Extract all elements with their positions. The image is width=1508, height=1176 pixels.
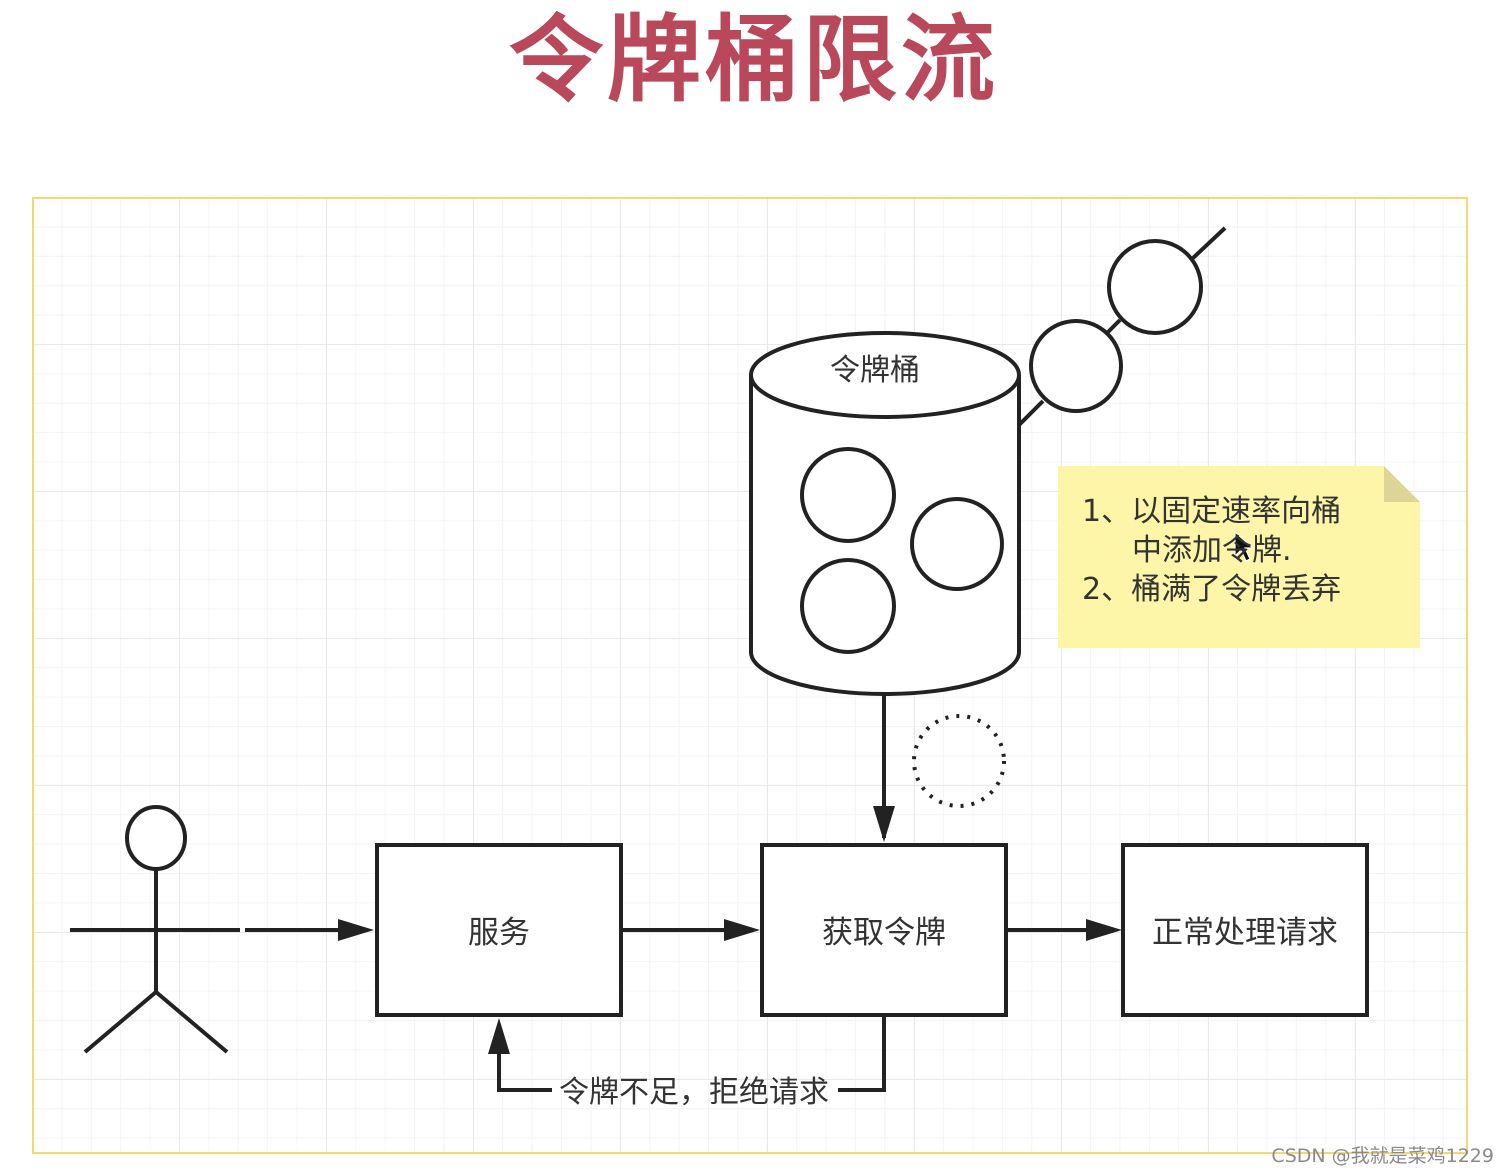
- consumed-token-dotted: [912, 714, 1006, 808]
- bucket-token-2: [910, 497, 1004, 591]
- acquire-token-box-label: 获取令牌: [822, 915, 946, 951]
- incoming-token-2: [1029, 319, 1123, 413]
- reject-path-right: [838, 1015, 886, 1092]
- user-left-leg: [83, 990, 158, 1054]
- user-to-service-arrowhead: [338, 919, 374, 941]
- watermark: CSDN @我就是菜鸡1229: [1271, 1145, 1494, 1167]
- service-box-label: 服务: [468, 915, 530, 951]
- acquire-token-box: [760, 843, 1008, 1017]
- bucket-to-acquire-arrowhead: [873, 806, 895, 842]
- reject-path-left: [497, 1052, 552, 1092]
- note-text: 1、以固定速率向桶 中添加令牌. 2、桶满了令牌丢弃: [1082, 492, 1402, 609]
- user-head: [125, 805, 187, 871]
- note-line-3: 2、桶满了令牌丢弃: [1082, 572, 1342, 607]
- bucket-label: 令牌桶: [830, 353, 920, 388]
- note-line-1: 1、以固定速率向桶: [1082, 494, 1342, 529]
- page-title: 令牌桶限流: [508, 6, 999, 115]
- note-line-2: 中添加令牌.: [1132, 533, 1292, 568]
- incoming-token-1: [1107, 239, 1203, 335]
- mouse-cursor-icon: [1234, 530, 1255, 562]
- reject-label: 令牌不足，拒绝请求: [559, 1075, 829, 1110]
- reject-arrowhead: [488, 1018, 510, 1054]
- bucket-top: [749, 331, 1021, 419]
- service-to-acquire-arrowhead: [724, 919, 760, 941]
- acquire-to-normal-arrowhead: [1086, 919, 1122, 941]
- user-right-leg: [154, 990, 229, 1054]
- normal-process-box: [1121, 843, 1369, 1017]
- note-sticky: [1058, 466, 1420, 648]
- note-fold: [1384, 466, 1420, 502]
- service-box: [375, 843, 623, 1017]
- normal-process-box-label: 正常处理请求: [1152, 915, 1338, 951]
- bucket-token-1: [800, 447, 896, 543]
- token-feed-line-top: [1191, 226, 1227, 260]
- bucket-token-3: [800, 558, 896, 654]
